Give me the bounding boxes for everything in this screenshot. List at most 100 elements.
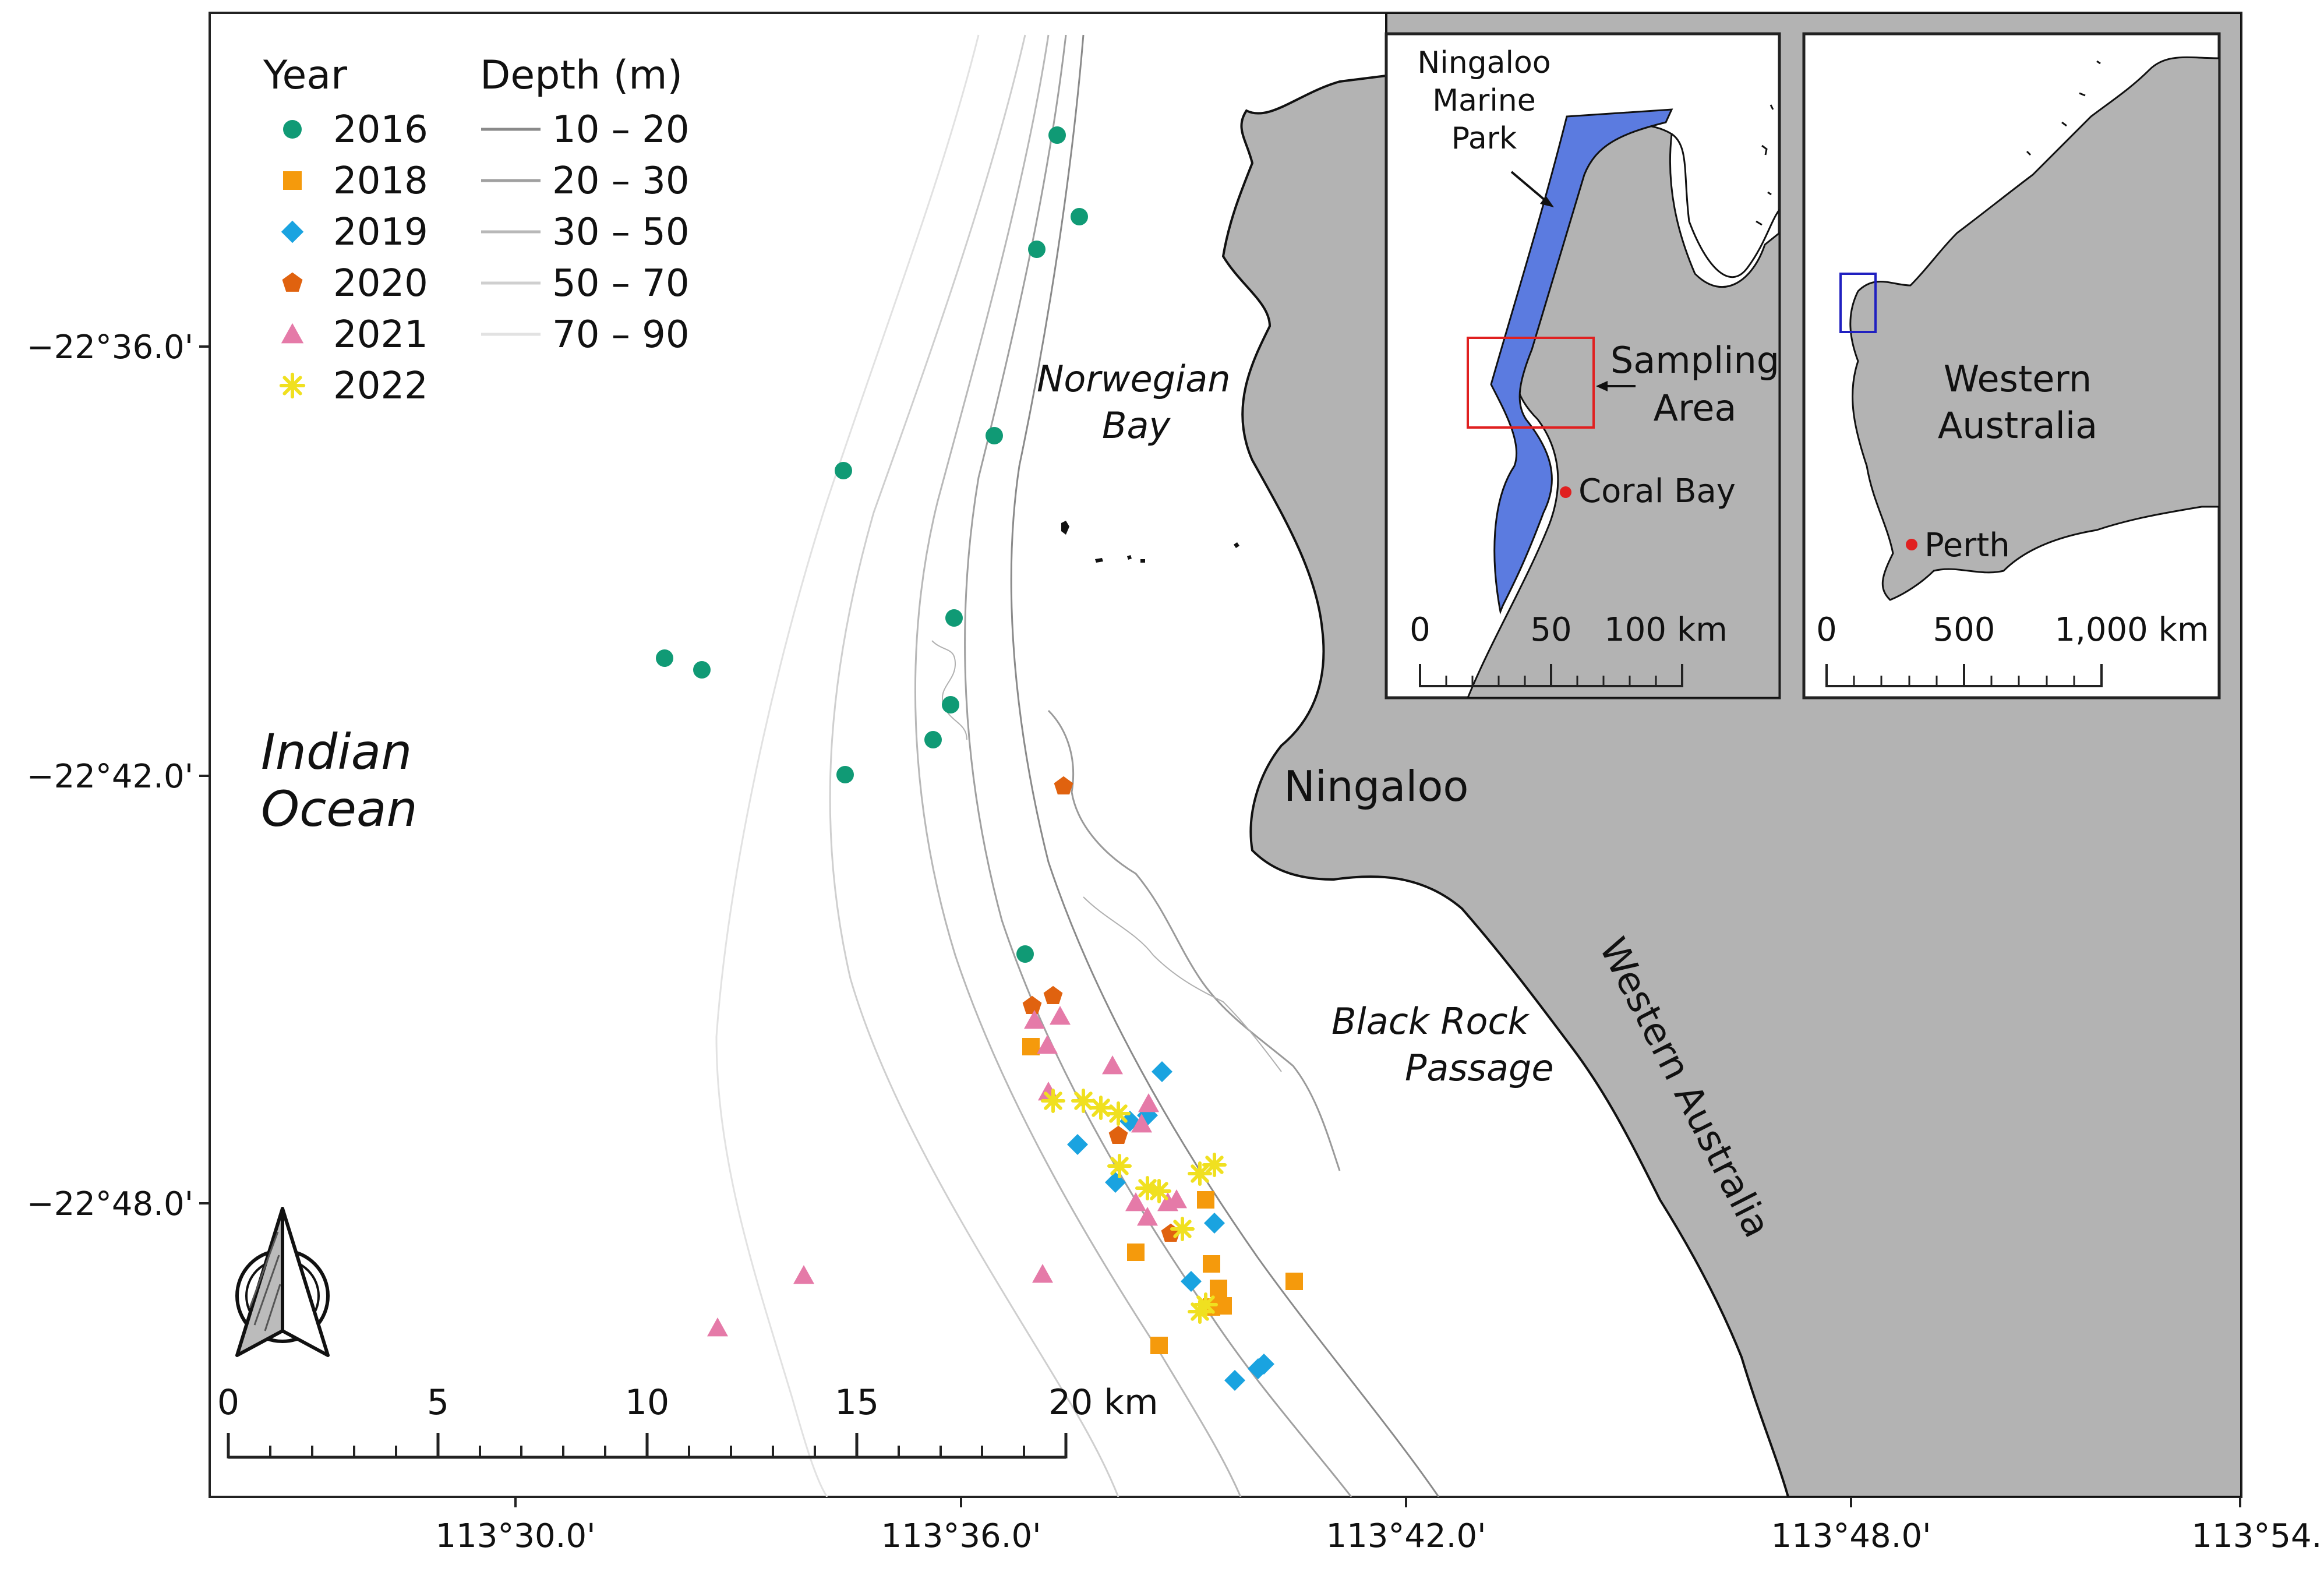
- lat-tick-label: −22°48.0': [27, 1185, 193, 1223]
- perth-marker: [1906, 539, 1917, 550]
- survey-point-2021: [1102, 1055, 1123, 1075]
- sampling-label: Sampling: [1610, 339, 1779, 381]
- legend-year-title: Year: [263, 52, 347, 98]
- lon-tick-label: 113°36.0': [881, 1517, 1041, 1555]
- reef-contour: [931, 640, 967, 740]
- contour-70-90: [715, 34, 980, 1497]
- survey-point-2018: [1203, 1255, 1220, 1273]
- wa-landmass: [1849, 56, 2219, 601]
- study-region-box: [1839, 273, 1877, 333]
- scale-label: 15: [835, 1382, 879, 1423]
- scale-label: 500: [1933, 611, 1995, 649]
- survey-point-2018: [1127, 1244, 1145, 1261]
- legend-year-label: 2018: [333, 160, 428, 203]
- survey-point-2019: [1253, 1354, 1274, 1375]
- depth-contours: [715, 34, 1440, 1497]
- lon-tick-label: 113°42.0': [1326, 1517, 1486, 1555]
- sampling-arrow-head: [1596, 381, 1608, 391]
- survey-point-2016: [945, 609, 963, 627]
- lat-tick-label: −22°42.0': [27, 758, 193, 796]
- survey-point-2019: [1224, 1370, 1245, 1391]
- scale-label: 0: [217, 1382, 239, 1423]
- legend-depth-label: 10 – 20: [552, 108, 690, 151]
- survey-point-2020: [1043, 985, 1063, 1004]
- survey-point-2019: [1181, 1271, 1202, 1292]
- survey-point-2021: [707, 1317, 728, 1337]
- scale-label: 1,000 km: [2054, 611, 2209, 649]
- survey-point-2020: [1108, 1125, 1128, 1144]
- survey-point-2021: [1037, 1035, 1058, 1054]
- reef-contour: [1047, 709, 1341, 1171]
- inset-islands: [1756, 104, 1774, 226]
- wa-state-label: Western: [1944, 358, 2092, 400]
- legend-depth-label: 20 – 30: [552, 160, 690, 203]
- lon-tick-label: 113°30.0': [436, 1517, 596, 1555]
- survey-point-2022: [1202, 1153, 1227, 1177]
- survey-point-2022: [1089, 1096, 1113, 1120]
- legend-year-label: 2019: [333, 211, 428, 254]
- survey-point-2020: [1022, 995, 1042, 1014]
- wa-islands: [2026, 60, 2101, 156]
- survey-point-2016: [924, 731, 942, 748]
- bay-label: Bay: [1102, 404, 1171, 447]
- survey-point-2021: [1137, 1207, 1158, 1226]
- legend-symbol-2016: [283, 120, 302, 139]
- legend-symbol-2021: [281, 323, 304, 344]
- passage-label: Black Rock: [1331, 1000, 1530, 1043]
- scale-label: 50: [1530, 611, 1571, 649]
- sampling-label: Area: [1654, 387, 1737, 429]
- park-label: Ningaloo: [1417, 45, 1550, 80]
- bay-label: Norwegian: [1037, 358, 1231, 400]
- contour-50-70: [829, 34, 1119, 1497]
- coral-bay-marker: [1560, 486, 1571, 498]
- ocean-label: Ocean: [261, 780, 418, 838]
- survey-point-2022: [1147, 1179, 1171, 1203]
- survey-point-2020: [1054, 776, 1073, 794]
- survey-point-2016: [656, 649, 673, 667]
- reef-islet: [1095, 558, 1103, 563]
- survey-point-2022: [1107, 1154, 1132, 1178]
- lat-axis: −22°36.0' −22°42.0' −22°48.0': [27, 328, 210, 1223]
- survey-point-2016: [1048, 126, 1066, 144]
- inset-ningaloo-scale: 0 50 100 km: [1410, 611, 1728, 687]
- survey-point-2019: [1067, 1134, 1088, 1155]
- reef-islet: [1140, 559, 1145, 563]
- land-label: Ningaloo: [1284, 762, 1468, 811]
- survey-point-2021: [1050, 1006, 1071, 1025]
- inset-wa-scale: 0 500 1,000 km: [1816, 611, 2209, 687]
- survey-point-2022: [1041, 1089, 1065, 1113]
- survey-point-2021: [1131, 1114, 1152, 1133]
- lon-axis: 113°30.0' 113°36.0' 113°42.0' 113°48.0' …: [436, 1497, 2324, 1555]
- contour-20-30: [964, 34, 1352, 1497]
- legend-symbol-2020: [282, 272, 303, 292]
- legend-depth-label: 70 – 90: [552, 313, 690, 356]
- reef-contour: [1083, 896, 1282, 1072]
- coral-bay-label: Coral Bay: [1578, 472, 1736, 510]
- survey-point-2018: [1210, 1280, 1227, 1297]
- inset-ningaloo: Coral Bay Ningaloo Marine Park Sampling …: [1384, 32, 1781, 700]
- scale-label: 0: [1410, 611, 1431, 649]
- survey-point-2016: [942, 696, 959, 713]
- legend-year-label: 2016: [333, 108, 428, 151]
- survey-point-2016: [986, 427, 1003, 444]
- legend-depth-label: 50 – 70: [552, 262, 690, 305]
- legend-year-label: 2020: [333, 262, 428, 305]
- lon-tick-label: 113°54.0': [2192, 1517, 2324, 1555]
- legend-symbol-2018: [283, 171, 302, 190]
- survey-point-2022: [1188, 1299, 1212, 1324]
- survey-point-2019: [1152, 1061, 1172, 1082]
- inset-wa: Perth Western Australia 0 500 1,000 km: [1802, 32, 2221, 700]
- survey-point-2018: [1285, 1273, 1303, 1290]
- survey-point-2021: [793, 1265, 814, 1284]
- scale-label: 20 km: [1048, 1382, 1159, 1423]
- lon-tick-label: 113°48.0': [1771, 1517, 1931, 1555]
- inset-gulf-coast: [1671, 133, 1779, 278]
- north-arrow-icon: [235, 1207, 330, 1357]
- survey-point-2018: [1197, 1191, 1214, 1209]
- legend-depth-label: 30 – 50: [552, 211, 690, 254]
- legend-depth-title: Depth (m): [480, 52, 683, 98]
- reef-islet: [1061, 521, 1069, 535]
- ocean-label: Indian: [261, 723, 412, 780]
